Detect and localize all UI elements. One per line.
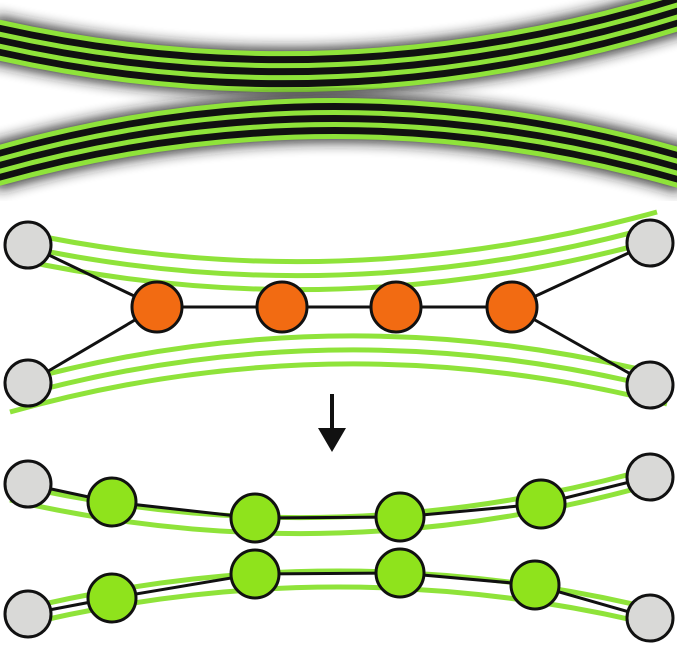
fiber-node <box>374 491 426 543</box>
anchor-node <box>3 589 53 639</box>
anchor-node <box>625 218 675 268</box>
top-panel <box>0 0 677 192</box>
anchor-node <box>3 358 53 408</box>
bridge-node <box>130 280 184 334</box>
lower-fiber-bundle <box>0 95 677 192</box>
anchor-node <box>3 459 53 509</box>
upper-fiber-strand-3 <box>0 14 677 81</box>
bridge-node <box>485 280 539 334</box>
chain-anchor-nodes <box>3 452 675 643</box>
fiber-node <box>86 476 138 528</box>
upper-fiber-strand-1 <box>0 0 663 57</box>
down-arrow-icon <box>318 394 346 452</box>
bridge-node <box>255 280 309 334</box>
upper-fiber-strand-2 <box>0 2 677 69</box>
anchor-nodes <box>3 218 675 410</box>
anchor-node <box>3 220 53 270</box>
upper-fiber-strand-4 <box>0 26 677 93</box>
bottom-panel <box>3 452 675 643</box>
upper-fiber-bundle <box>0 0 677 95</box>
lower-fiber-strand-1 <box>0 98 677 152</box>
bridge-nodes <box>130 280 539 334</box>
middle-lower-fibers <box>9 333 668 415</box>
fiber-nodes <box>86 476 567 624</box>
middle-panel <box>3 209 675 415</box>
fiber-node <box>374 547 426 599</box>
anchor-node <box>625 360 675 410</box>
fiber-node <box>229 492 281 544</box>
lower-fiber-strand-3 <box>0 122 677 176</box>
bridge-node <box>369 280 423 334</box>
fiber-node <box>515 478 567 530</box>
lower-fiber-strand-4 <box>0 134 677 188</box>
anchor-node <box>625 593 675 643</box>
middle-upper-fibers <box>19 209 658 293</box>
lower-fiber-strand-2 <box>0 110 677 164</box>
anchor-node <box>625 452 675 502</box>
fiber-node <box>86 572 138 624</box>
fiber-node <box>509 559 561 611</box>
fiber-node <box>229 548 281 600</box>
